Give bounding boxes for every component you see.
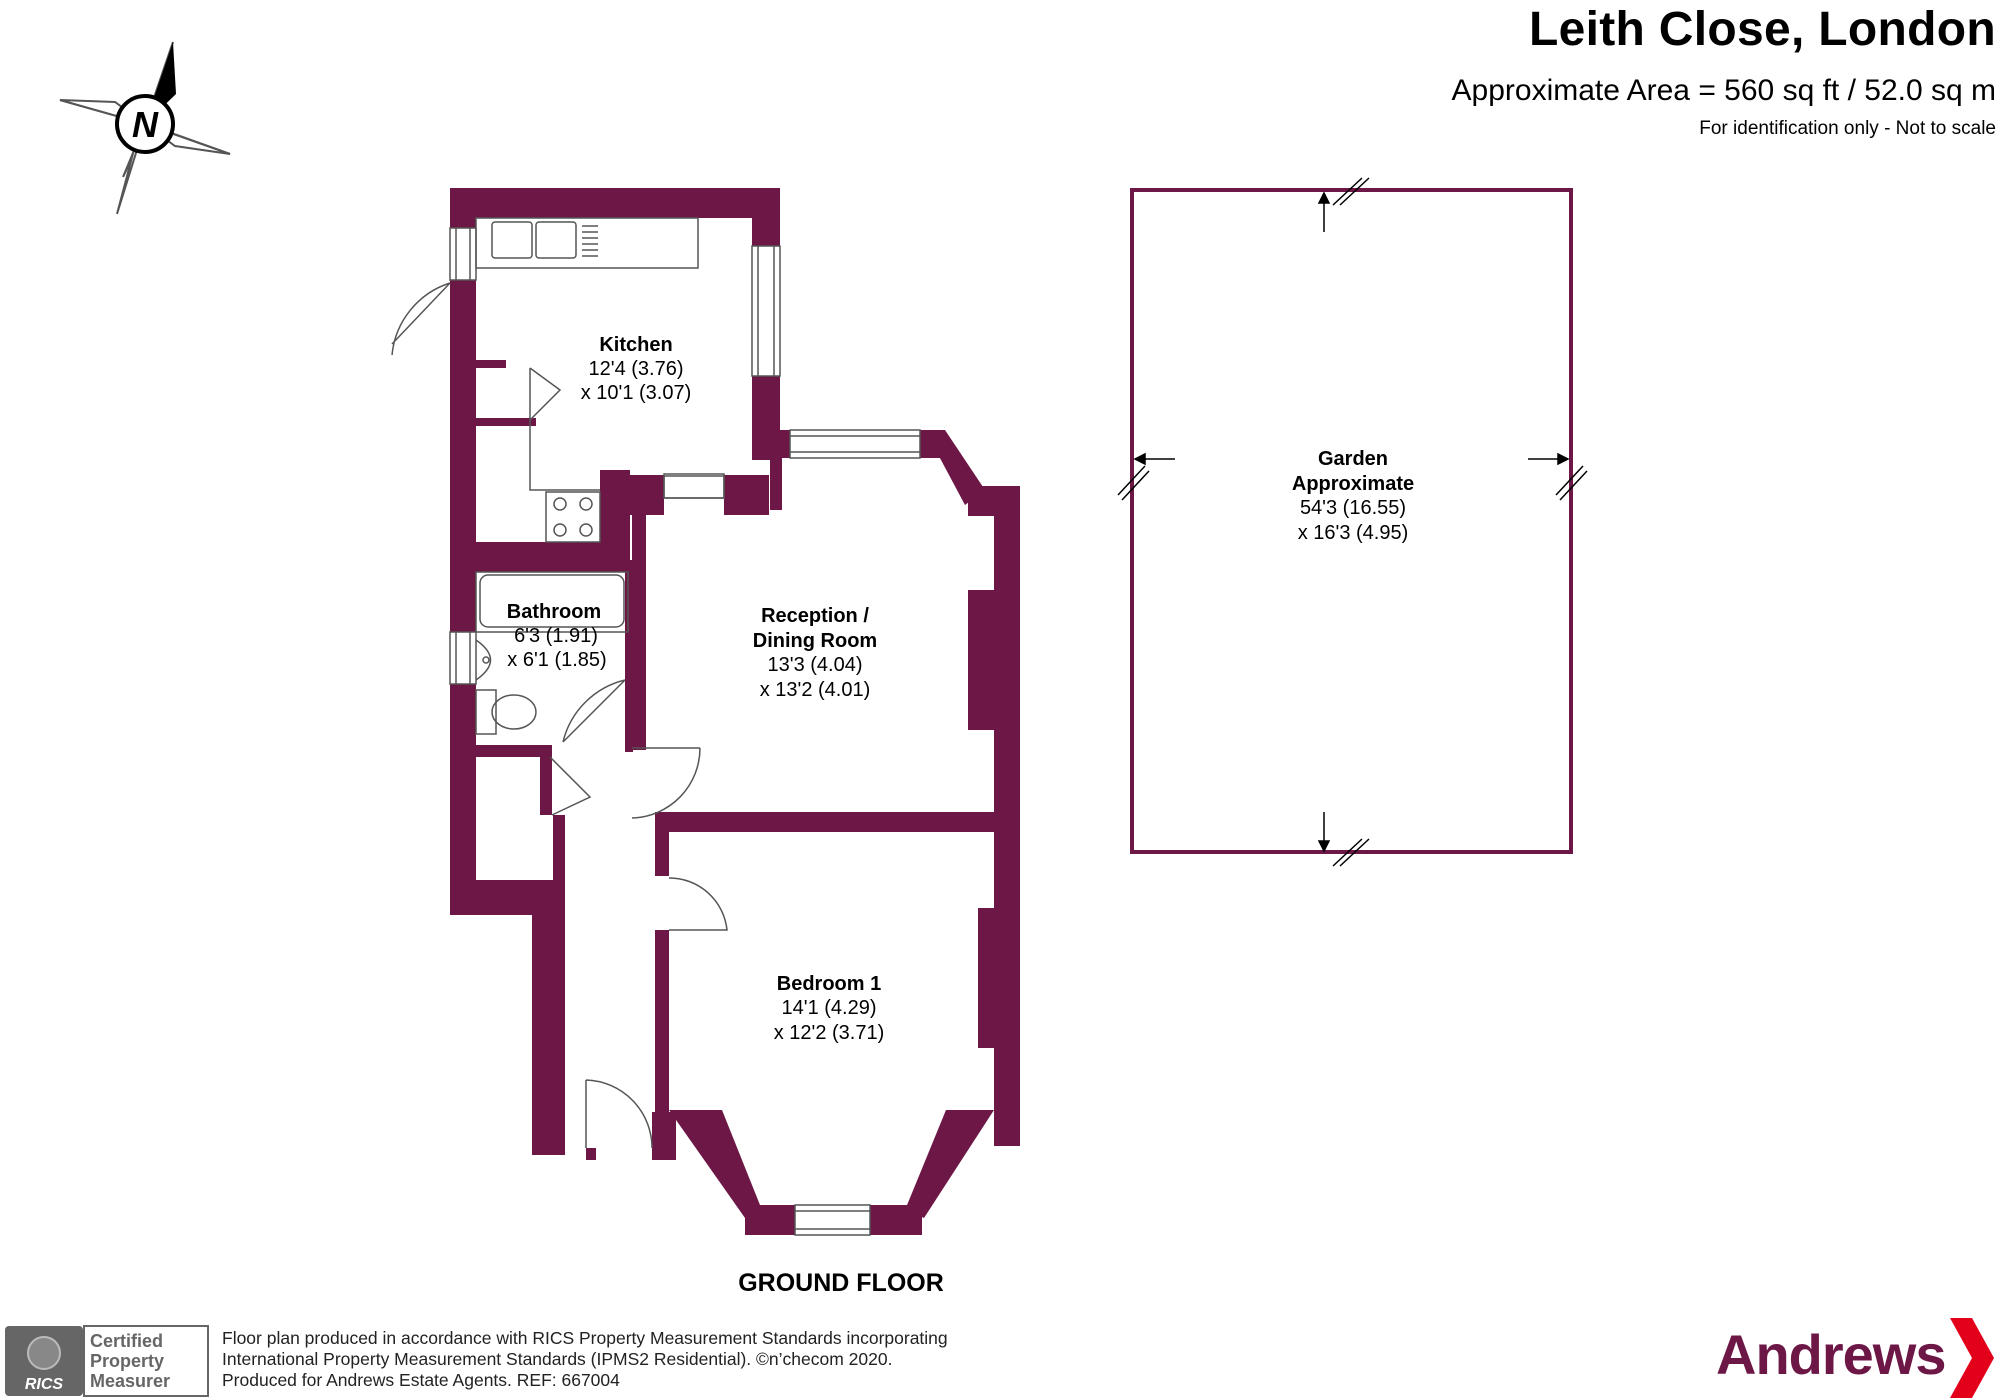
andrews-logo: Andrews	[1716, 1318, 2000, 1398]
sink-icon	[491, 221, 533, 259]
toilet-icon	[475, 689, 537, 735]
floor-label: GROUND FLOOR	[738, 1269, 944, 1297]
reception-door	[631, 747, 701, 819]
bathroom-dim2: x 6'1 (1.85)	[507, 649, 606, 671]
front-door	[585, 1079, 653, 1149]
footer-line-3: Produced for Andrews Estate Agents. REF:…	[222, 1370, 620, 1390]
bedroom-door	[668, 877, 728, 931]
hob-icon	[545, 491, 601, 543]
page-title: Leith Close, London	[1529, 3, 1996, 56]
garden-dim2: x 16'3 (4.95)	[1298, 522, 1409, 544]
kitchen-cupboard-door	[529, 367, 562, 421]
doors	[391, 282, 728, 1149]
bathroom-door	[562, 679, 626, 743]
footer-line-1: Floor plan produced in accordance with R…	[222, 1328, 948, 1348]
bedroom-dim2: x 12'2 (3.71)	[774, 1022, 885, 1044]
kitchen-dim2: x 10'1 (3.07)	[581, 382, 692, 404]
rics-mark: RICS	[25, 1376, 64, 1393]
garden-label-2: Approximate	[1292, 473, 1414, 495]
rics-line1: Certified	[90, 1331, 163, 1351]
kitchen-label: Kitchen	[599, 334, 672, 356]
rics-badge: RICS Certified Property Measurer	[5, 1325, 209, 1397]
walls	[450, 188, 1020, 1235]
basin-icon	[475, 639, 492, 681]
fixtures	[475, 217, 725, 735]
kitchen-external-door	[391, 282, 451, 356]
reception-label-1: Reception /	[761, 605, 869, 627]
garden-label-1: Garden	[1318, 448, 1388, 470]
rics-line3: Measurer	[90, 1371, 170, 1391]
chevron-right-icon	[1950, 1318, 1994, 1398]
reception-label-2: Dining Room	[753, 630, 877, 652]
windows	[449, 227, 921, 1236]
rics-crest-icon	[27, 1336, 61, 1370]
garden-area	[1117, 177, 1588, 867]
footer-line-2: International Property Measurement Stand…	[222, 1349, 893, 1369]
cupboard-door	[549, 756, 592, 816]
identification-note: For identification only - Not to scale	[1699, 118, 1996, 139]
bathroom-label: Bathroom	[507, 601, 601, 623]
bedroom-dim1: 14'1 (4.29)	[782, 997, 877, 1019]
drainer-icon	[582, 225, 598, 257]
kitchen-counter	[475, 217, 699, 269]
reception-dim2: x 13'2 (4.01)	[760, 679, 871, 701]
footer-disclaimer: Floor plan produced in accordance with R…	[222, 1328, 948, 1391]
bedroom-label: Bedroom 1	[777, 973, 881, 995]
approximate-area: Approximate Area = 560 sq ft / 52.0 sq m	[1451, 74, 1996, 107]
brand-name: Andrews	[1716, 1323, 1946, 1386]
reception-dim1: 13'3 (4.04)	[768, 654, 863, 676]
bath-icon	[479, 574, 625, 628]
bathroom-dim1: 6'3 (1.91)	[514, 625, 598, 647]
kitchen-dim1: 12'4 (3.76)	[589, 358, 684, 380]
compass-label: N	[132, 104, 159, 145]
rics-line2: Property	[90, 1351, 164, 1371]
room-labels: Kitchen 12'4 (3.76) x 10'1 (3.07) Bathro…	[507, 334, 1414, 1297]
north-arrow-icon: N	[59, 41, 231, 215]
garden-dim1: 54'3 (16.55)	[1300, 497, 1406, 519]
